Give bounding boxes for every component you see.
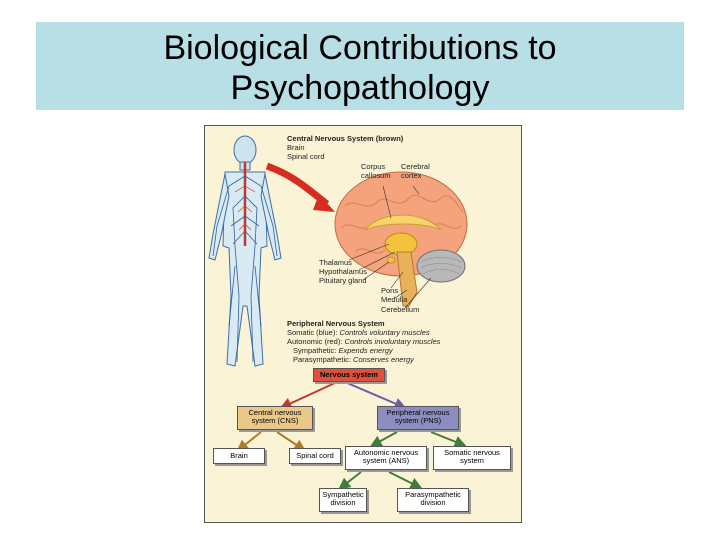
flow-pns: Peripheral nervous system (PNS) bbox=[377, 406, 459, 430]
cns-item-brain: Brain bbox=[287, 143, 305, 152]
label-thalamus: Thalamus bbox=[319, 258, 352, 267]
flow-sympathetic: Sympathetic division bbox=[319, 488, 367, 512]
flow-pns-line-1: Peripheral nervous bbox=[386, 408, 450, 417]
cns-heading: Central Nervous System (brown) bbox=[287, 134, 404, 143]
flow-parasympathetic: Parasympathetic division bbox=[397, 488, 469, 512]
flow-ans-line-2: system (ANS) bbox=[362, 456, 410, 465]
pns-parasympathetic: Parasympathetic: Conserves energy bbox=[293, 355, 414, 364]
flow-cns-line-2: system (CNS) bbox=[251, 416, 299, 425]
flow-somatic-line-2: system bbox=[460, 456, 484, 465]
slide-title: Biological Contributions to Psychopathol… bbox=[36, 22, 684, 110]
flow-parasympathetic-line-1: Parasympathetic bbox=[405, 490, 461, 499]
pns-autonomic: Autonomic (red): Controls involuntary mu… bbox=[287, 337, 441, 346]
brain-illustration bbox=[334, 171, 468, 309]
flow-ans: Autonomic nervous system (ANS) bbox=[345, 446, 427, 470]
flow-somatic: Somatic nervous system bbox=[433, 446, 511, 470]
flow-nervous-system: Nervous system bbox=[313, 368, 385, 382]
label-corpus-callosum: Corpus callosum bbox=[361, 162, 391, 180]
flow-ans-line-1: Autonomic nervous bbox=[353, 448, 419, 457]
flow-cns-line-1: Central nervous bbox=[248, 408, 302, 417]
slide-title-line-1: Biological Contributions to bbox=[163, 29, 557, 67]
cns-item-spinal-cord: Spinal cord bbox=[287, 152, 325, 161]
label-pons: Pons bbox=[381, 286, 399, 295]
pns-heading: Peripheral Nervous System bbox=[287, 319, 385, 328]
pns-sympathetic: Sympathetic: Expends energy bbox=[293, 346, 393, 355]
slide-title-line-2: Psychopathology bbox=[230, 69, 490, 107]
flow-pns-line-2: system (PNS) bbox=[394, 416, 442, 425]
flow-spinal-cord: Spinal cord bbox=[289, 448, 341, 464]
label-hypothalamus: Hypothalamus bbox=[319, 267, 367, 276]
label-medulla: Medulla bbox=[381, 295, 408, 304]
pns-somatic: Somatic (blue): Controls voluntary muscl… bbox=[287, 328, 430, 337]
label-cerebral-cortex: Cerebral cortex bbox=[401, 162, 430, 180]
flow-somatic-line-1: Somatic nervous bbox=[444, 448, 500, 457]
flow-brain: Brain bbox=[213, 448, 265, 464]
label-cerebellum: Cerebellum bbox=[381, 305, 420, 314]
label-pituitary-gland: Pituitary gland bbox=[319, 276, 367, 285]
figure-artwork bbox=[208, 135, 468, 490]
flow-cns: Central nervous system (CNS) bbox=[237, 406, 313, 430]
flow-parasympathetic-line-2: division bbox=[420, 498, 446, 507]
body-illustration bbox=[208, 135, 282, 367]
flow-sympathetic-line-1: Sympathetic bbox=[322, 490, 364, 499]
flow-sympathetic-line-2: division bbox=[330, 498, 356, 507]
nervous-system-figure: Central Nervous System (brown) Brain Spi… bbox=[204, 125, 522, 523]
